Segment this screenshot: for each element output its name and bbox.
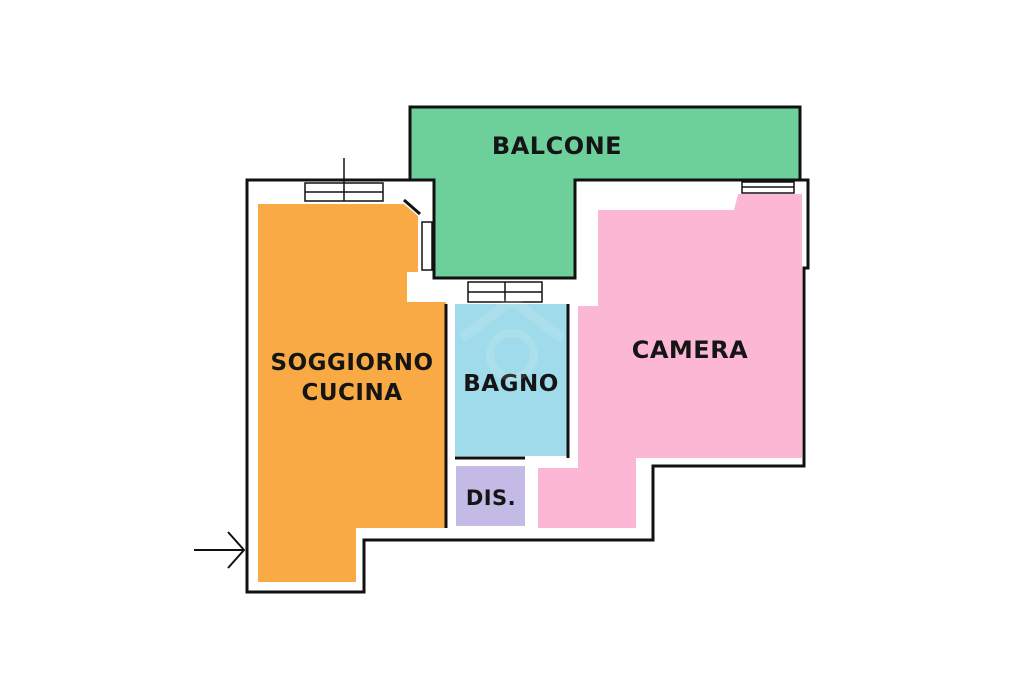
house-watermark-icon bbox=[458, 293, 566, 381]
room-disimpegno: DIS. bbox=[456, 466, 525, 526]
bagno-area bbox=[455, 304, 568, 456]
room-soggiorno-cucina: SOGGIORNO CUCINA bbox=[258, 204, 446, 582]
cucina-label: CUCINA bbox=[301, 380, 402, 406]
balcone-area bbox=[408, 105, 802, 280]
window-bagno bbox=[467, 281, 543, 303]
room-camera: CAMERA bbox=[538, 194, 802, 528]
arrow-right-icon bbox=[194, 531, 246, 569]
soggiorno-label: SOGGIORNO bbox=[271, 350, 434, 376]
camera-area bbox=[538, 194, 802, 528]
soggiorno-area bbox=[258, 204, 446, 582]
bagno-label: BAGNO bbox=[463, 371, 559, 397]
window-soggiorno bbox=[304, 158, 384, 202]
balcone-label: BALCONE bbox=[492, 132, 622, 160]
interior-walls bbox=[403, 198, 570, 528]
windows bbox=[304, 158, 795, 303]
room-balcone: BALCONE bbox=[408, 105, 802, 280]
camera-label: CAMERA bbox=[632, 336, 749, 364]
window-soggiorno-side bbox=[421, 221, 433, 271]
room-bagno: BAGNO bbox=[455, 304, 568, 456]
window-camera bbox=[741, 181, 795, 194]
disimpegno-label: DIS. bbox=[466, 486, 516, 510]
disimpegno-area bbox=[456, 466, 525, 526]
